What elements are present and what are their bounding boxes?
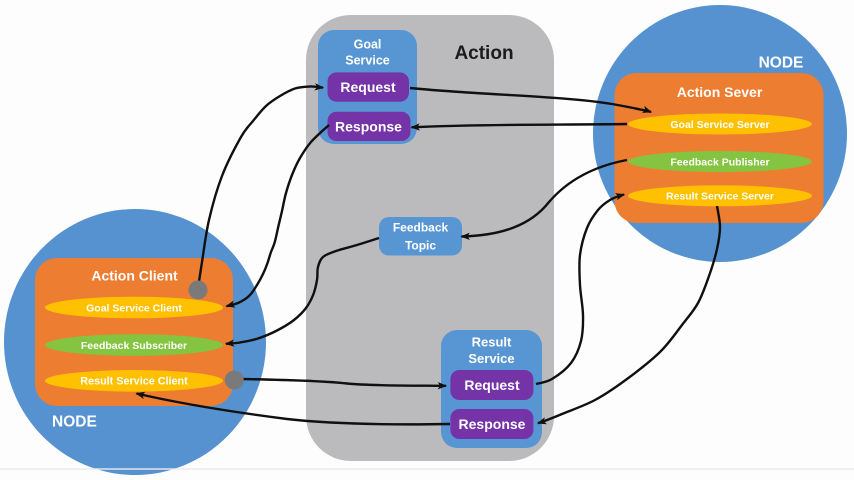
svg-text:Result Service Client: Result Service Client: [80, 376, 188, 388]
svg-text:Service: Service: [345, 54, 390, 68]
svg-text:Topic: Topic: [405, 239, 436, 253]
svg-text:Service: Service: [468, 351, 514, 366]
svg-text:Action: Action: [454, 43, 513, 64]
svg-text:Goal Service Server: Goal Service Server: [670, 119, 769, 131]
svg-text:Request: Request: [464, 377, 520, 393]
svg-text:NODE: NODE: [759, 54, 804, 71]
svg-text:Action Sever: Action Sever: [677, 84, 763, 100]
svg-text:Action Client: Action Client: [91, 268, 178, 284]
svg-text:Feedback: Feedback: [393, 221, 449, 235]
svg-text:Goal Service Client: Goal Service Client: [86, 302, 182, 314]
svg-text:Result Service Server: Result Service Server: [666, 191, 774, 203]
svg-text:Feedback Publisher: Feedback Publisher: [670, 156, 769, 168]
svg-text:Feedback Subscriber: Feedback Subscriber: [81, 340, 187, 352]
svg-text:NODE: NODE: [52, 414, 97, 431]
svg-text:Request: Request: [340, 79, 396, 95]
svg-text:Goal: Goal: [354, 38, 382, 52]
svg-text:Response: Response: [335, 118, 402, 134]
svg-text:Result: Result: [472, 335, 512, 350]
svg-text:Response: Response: [459, 416, 526, 432]
